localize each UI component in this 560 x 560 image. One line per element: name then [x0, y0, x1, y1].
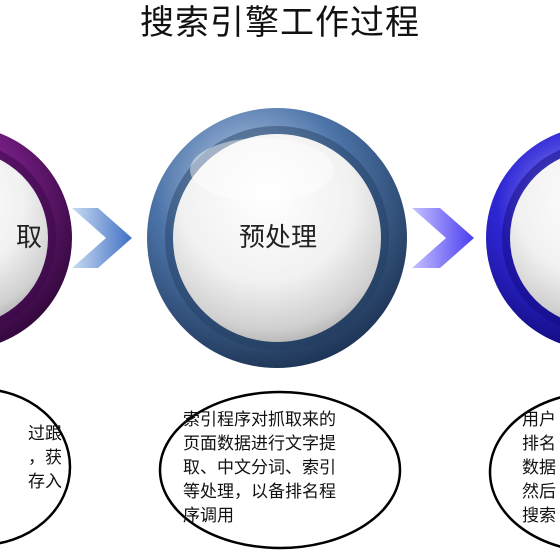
stage-circle-left [0, 133, 72, 343]
arrow-right-icon [412, 208, 474, 268]
description-line: 然后 [522, 482, 556, 502]
stage-description-center: 索引程序对抓取来的 页面数据进行文字提 取、中文分词、索引 等处理，以备排名程 … [183, 408, 383, 528]
description-bubble-left [0, 389, 72, 545]
description-bubble-right [488, 396, 560, 548]
description-line: 等处理，以备排名程 [183, 482, 336, 502]
description-line: 存入 [28, 472, 62, 492]
description-line: 用户 [522, 410, 556, 430]
stage-circle-right [486, 132, 560, 344]
stage-description-left: 过跟 ，获 存入 [0, 422, 62, 494]
diagram-title: 搜索引擎工作过程 [140, 3, 420, 43]
description-line: ，获 [28, 448, 62, 468]
stage-label-center: 预处理 [238, 223, 317, 253]
description-line: 排名 [522, 434, 556, 454]
description-bubble-center [158, 390, 402, 550]
stage-description-right: 用户 排名 数据 然后 搜索 [522, 408, 560, 528]
description-line: 取、中文分词、索引 [183, 458, 336, 478]
description-line: 序调用 [183, 506, 234, 526]
description-line: 搜索 [522, 506, 556, 526]
description-line: 索引程序对抓取来的 [183, 410, 336, 430]
stage-circle-center [147, 108, 407, 368]
arrow-right-icon [72, 208, 132, 268]
stage-label-left: 取 [15, 223, 42, 253]
description-line: 页面数据进行文字提 [183, 434, 336, 454]
description-line: 过跟 [28, 424, 62, 444]
description-line: 数据 [522, 458, 556, 478]
